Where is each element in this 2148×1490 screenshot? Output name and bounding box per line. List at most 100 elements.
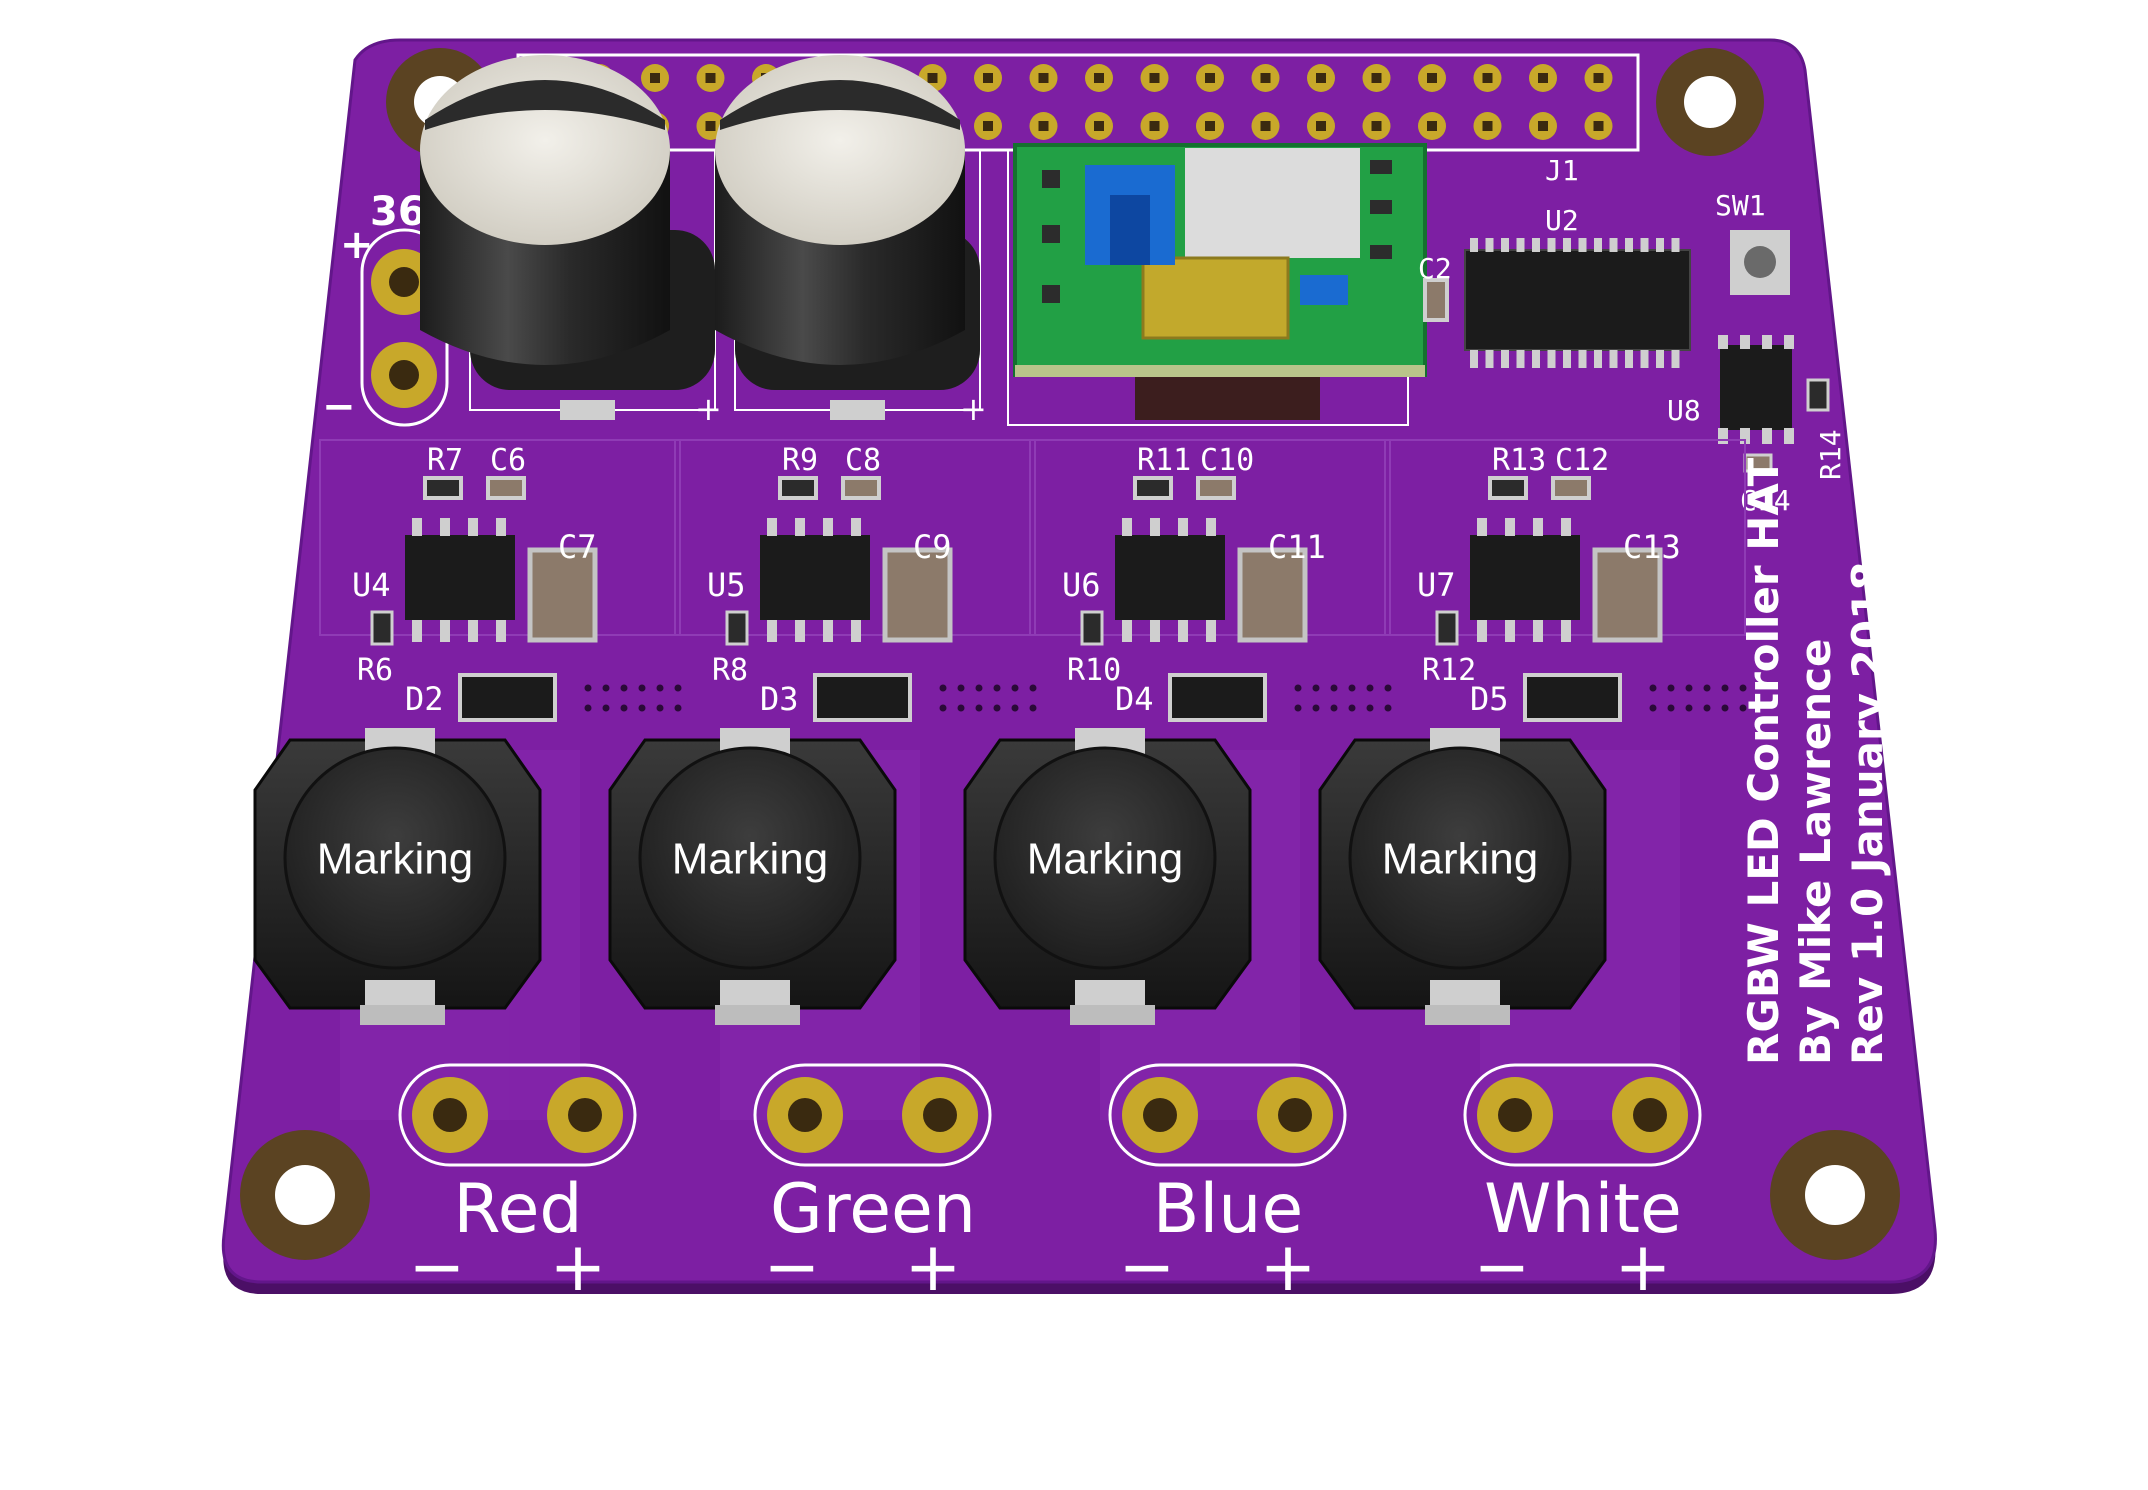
electrolytic-capacitor-1: + — [420, 55, 722, 428]
header-ref: J1 — [1545, 154, 1579, 187]
d-label: D3 — [760, 680, 799, 718]
channel-plus: + — [1260, 1228, 1317, 1307]
diode — [1168, 673, 1267, 722]
c-side-label: C13 — [1623, 528, 1681, 566]
diode — [458, 673, 557, 722]
channel-name: Red — [453, 1170, 582, 1249]
inductor-marking: Marking — [1382, 835, 1539, 884]
channel-minus: − — [764, 1228, 821, 1307]
u-label: U6 — [1062, 566, 1101, 604]
resistor — [1488, 476, 1528, 500]
electrolytic-capacitor-2: + — [715, 55, 987, 428]
r-top-label: R11 — [1137, 443, 1191, 478]
channel-name: White — [1484, 1170, 1682, 1249]
driver-ic — [1470, 535, 1580, 620]
c-side-label: C7 — [558, 528, 597, 566]
input-plus-sign: + — [340, 222, 374, 268]
channel-plus: + — [905, 1228, 962, 1307]
mcu-chip-u2: U2 — [1464, 204, 1691, 368]
led-output-terminal — [753, 1063, 992, 1167]
inductor: Marking — [963, 728, 1252, 1025]
d-label: D5 — [1470, 680, 1509, 718]
led-output-terminal — [1108, 1063, 1347, 1167]
d-label: D4 — [1115, 680, 1154, 718]
c14-label: C14 — [1740, 484, 1791, 517]
side-capacitor — [882, 547, 953, 643]
c-side-label: C11 — [1268, 528, 1326, 566]
driver-ic — [760, 535, 870, 620]
title-line-3: Rev 1.0 January 2018 — [1843, 561, 1892, 1065]
power-input-terminal: 36 + − — [322, 189, 449, 430]
led-output-terminal — [1463, 1063, 1702, 1167]
diode — [1523, 673, 1622, 722]
inductor-marking: Marking — [672, 835, 829, 884]
switch-sw1: SW1 — [1715, 189, 1790, 295]
r-low-label: R8 — [712, 653, 748, 688]
resistor — [1133, 476, 1173, 500]
resistor — [778, 476, 818, 500]
c-top-label: C8 — [845, 443, 881, 478]
side-capacitor — [1592, 547, 1663, 643]
cap2-plus: + — [960, 390, 987, 428]
c-side-label: C9 — [913, 528, 952, 566]
input-minus-sign: − — [322, 384, 356, 430]
driver-ic — [405, 535, 515, 620]
d-label: D2 — [405, 680, 444, 718]
board-title-block: RGBW LED Controller HAT By Mike Lawrence… — [1739, 457, 1892, 1065]
c-top-label: C10 — [1200, 443, 1254, 478]
channel-name: Green — [770, 1170, 976, 1249]
r-top-label: R7 — [427, 443, 463, 478]
mounting-hole-tr — [1656, 48, 1764, 156]
diode — [813, 673, 912, 722]
u2-label: U2 — [1545, 204, 1579, 237]
channel-plus: + — [550, 1228, 607, 1307]
channel-plus: + — [1615, 1228, 1672, 1307]
capacitor — [1196, 476, 1236, 500]
inductor-marking: Marking — [1027, 835, 1184, 884]
capacitor-c2: C2 — [1418, 252, 1452, 322]
resistor — [423, 476, 463, 500]
u8-label: U8 — [1667, 394, 1701, 427]
r-low-label: R10 — [1067, 653, 1121, 688]
r-top-label: R9 — [782, 443, 818, 478]
led-output-terminal — [398, 1063, 637, 1167]
inductor: Marking — [253, 728, 542, 1025]
inductor: Marking — [1318, 728, 1607, 1025]
u-label: U4 — [352, 566, 391, 604]
inductor: Marking — [608, 728, 897, 1025]
c2-label: C2 — [1418, 252, 1452, 285]
title-line-1: RGBW LED Controller HAT — [1739, 457, 1788, 1065]
c-top-label: C6 — [490, 443, 526, 478]
capacitor — [486, 476, 526, 500]
channel-minus: − — [409, 1228, 466, 1307]
r-top-label: R13 — [1492, 443, 1546, 478]
side-capacitor — [527, 547, 598, 643]
channel-minus: − — [1119, 1228, 1176, 1307]
channel-minus: − — [1474, 1228, 1531, 1307]
u-label: U7 — [1417, 566, 1456, 604]
sensor-chip-u8: U8 C14 R14 — [1667, 335, 1847, 517]
mounting-hole-br — [1770, 1130, 1900, 1260]
r-low-label: R12 — [1422, 653, 1476, 688]
cap1-plus: + — [695, 390, 722, 428]
mounting-hole-bl — [240, 1130, 370, 1260]
u-label: U5 — [707, 566, 746, 604]
channel-name: Blue — [1153, 1170, 1303, 1249]
driver-ic — [1115, 535, 1225, 620]
input-voltage-label: 36 — [370, 189, 426, 235]
capacitor — [841, 476, 881, 500]
side-capacitor — [1237, 547, 1308, 643]
c-top-label: C12 — [1555, 443, 1609, 478]
title-line-2: By Mike Lawrence — [1791, 638, 1840, 1065]
r14-label: R14 — [1814, 429, 1847, 480]
dcdc-submodule — [1007, 143, 1427, 426]
sw1-label: SW1 — [1715, 189, 1766, 222]
r-low-label: R6 — [357, 653, 393, 688]
capacitor — [1551, 476, 1591, 500]
